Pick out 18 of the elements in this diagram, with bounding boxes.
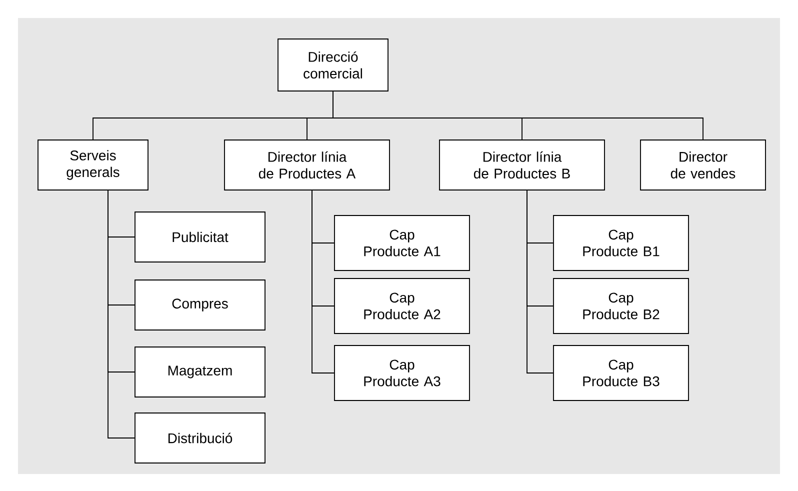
org-box: Distribució	[134, 412, 266, 464]
org-box: Publicitat	[134, 212, 266, 262]
org-box: Director línia de Productes A	[224, 140, 390, 190]
org-box: Direcció comercial	[278, 38, 388, 92]
connector-line	[312, 190, 335, 374]
org-box: Cap Producte B3	[553, 345, 689, 401]
org-box: Director de vendes	[640, 140, 766, 190]
connector-line	[526, 190, 554, 374]
org-box: Director línia de Productes B	[439, 140, 605, 190]
org-box: Serveis generals	[38, 140, 148, 190]
org-box: Compres	[134, 280, 266, 330]
connector-line	[108, 190, 135, 438]
org-box: Magatzem	[134, 346, 266, 398]
org-box: Cap Producte A2	[334, 278, 470, 334]
org-box: Cap Producte B2	[553, 278, 689, 334]
org-box: Cap Producte A1	[334, 215, 470, 271]
org-box: Cap Producte B1	[553, 215, 689, 271]
org-box: Cap Producte A3	[334, 345, 470, 401]
